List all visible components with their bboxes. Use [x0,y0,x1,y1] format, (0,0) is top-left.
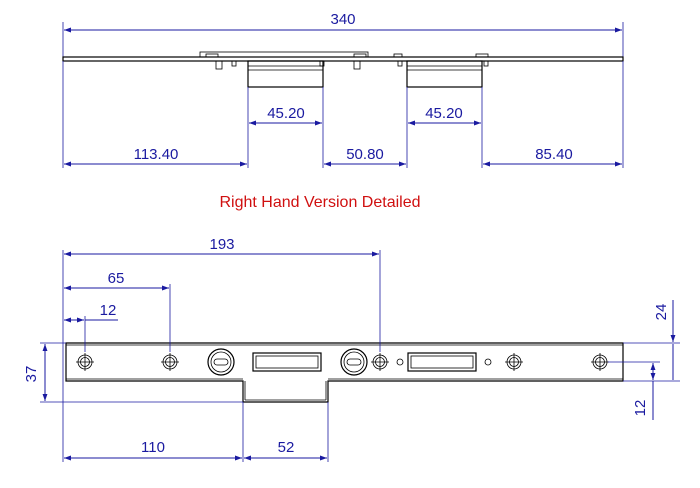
screw-hole [161,353,179,371]
dim-50-80: 50.80 [346,146,384,163]
side-keep-box-right [406,60,483,88]
screw-hole [76,353,94,371]
dim-52: 52 [278,439,295,456]
side-view: 340 45.20 45.20 [62,11,624,168]
dim-12-right: 12 [632,400,649,417]
keep-opening-left [252,352,322,372]
slot-boss-left [207,348,235,376]
dim-12-left: 12 [100,302,117,319]
top-view: 193 65 12 37 110 52 24 12 [23,236,680,462]
drawing-title: Right Hand Version Detailed [219,194,420,211]
keep-opening-right [407,352,477,372]
pin-hole [396,358,404,366]
dim-85-40: 85.40 [535,146,573,163]
screw-hole [505,353,523,371]
screw-hole [371,353,389,371]
strike-plate-outline [65,342,624,403]
dim-113-40: 113.40 [134,146,179,163]
dim-110: 110 [141,439,165,456]
dim-193: 193 [209,236,234,253]
dim-65: 65 [108,270,125,287]
side-keep-box-left [247,60,324,88]
pin-hole [484,358,492,366]
dim-box-right-45-20: 45.20 [425,105,463,122]
side-plate [62,56,624,62]
dim-37: 37 [23,366,40,383]
side-raised-section [199,51,369,58]
dim-box-left-45-20: 45.20 [267,105,305,122]
screw-hole [591,353,609,371]
dim-overall-340: 340 [330,11,355,28]
slot-boss-right [340,348,368,376]
dim-24: 24 [653,304,670,321]
